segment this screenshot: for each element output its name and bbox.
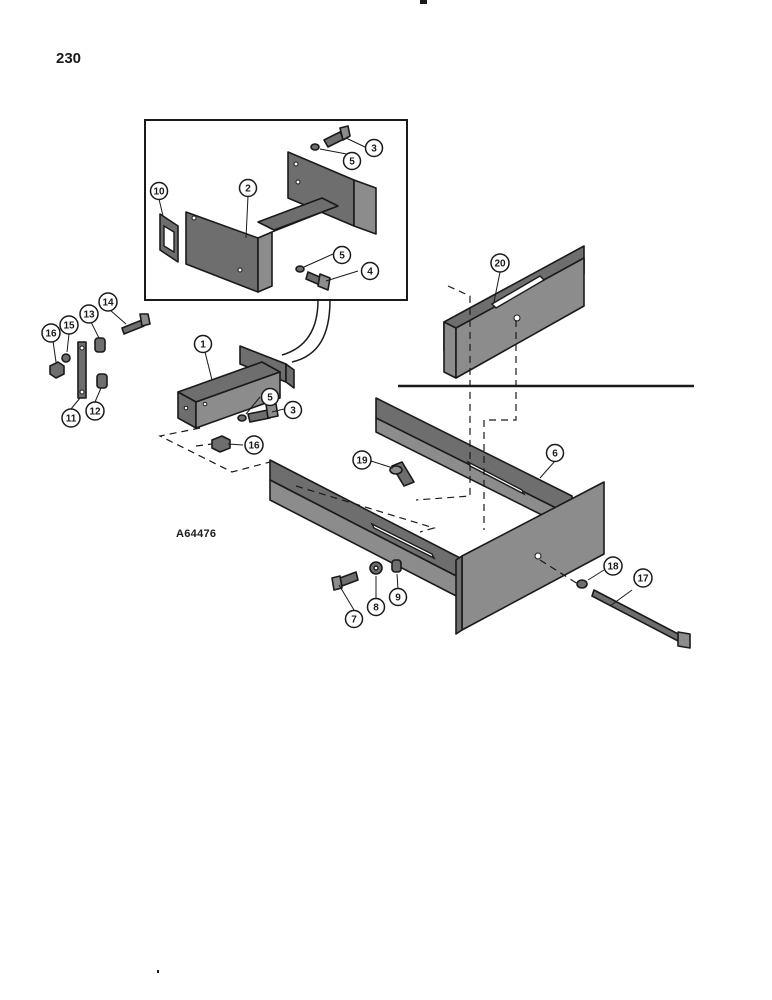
callout-label: 6 [552, 449, 558, 460]
rear-rail [375, 397, 573, 531]
callout-label: 5 [349, 157, 355, 168]
callout-label: 9 [395, 593, 401, 604]
callout-c11: 11 [61, 408, 81, 428]
callout-label: 13 [83, 310, 95, 321]
mounting-bracket [177, 345, 295, 429]
callout-c13: 13 [79, 304, 99, 324]
callout-label: 18 [607, 562, 619, 573]
callout-c8: 8 [366, 597, 386, 617]
long-bolt [576, 579, 691, 649]
front-rail [269, 459, 465, 601]
callout-label: 17 [637, 574, 649, 585]
callout-c3a: 3 [364, 138, 384, 158]
callout-c16b: 16 [244, 435, 264, 455]
callout-c6: 6 [545, 443, 565, 463]
callout-c5b: 5 [332, 245, 352, 265]
callout-c1: 1 [193, 334, 213, 354]
callout-label: 16 [45, 329, 57, 340]
callout-label: 12 [89, 407, 101, 418]
drawing-id: A64476 [176, 528, 217, 540]
inset-connector-line [281, 299, 319, 356]
callout-label: 19 [356, 456, 368, 467]
bracket-hardware [211, 403, 279, 453]
callout-c18: 18 [603, 556, 623, 576]
callout-c20: 20 [490, 253, 510, 273]
callout-label: 11 [66, 414, 77, 425]
callout-label: 7 [351, 615, 357, 626]
callout-label: 3 [371, 144, 377, 155]
callout-label: 8 [373, 603, 379, 614]
cropped-title-fragment [420, 0, 427, 4]
callout-label: 16 [248, 441, 260, 452]
callout-label: 10 [153, 187, 165, 198]
callout-label: 3 [290, 406, 296, 417]
callout-c14: 14 [98, 292, 118, 312]
callout-label: 2 [245, 184, 251, 195]
callout-c16a: 16 [41, 323, 61, 343]
callout-c15: 15 [59, 315, 79, 335]
inset-bolt-bottom [295, 265, 331, 291]
callout-label: 4 [367, 267, 373, 278]
callout-c3b: 3 [283, 400, 303, 420]
inset-connector-line-2 [291, 299, 331, 363]
detail-inset-frame [144, 119, 408, 301]
callout-label: 15 [63, 321, 75, 332]
scan-speck [157, 970, 159, 973]
leader-lines [52, 137, 633, 611]
callout-label: 20 [494, 259, 506, 270]
callout-c19: 19 [352, 450, 372, 470]
callout-c10: 10 [149, 181, 169, 201]
callout-c5c: 5 [260, 387, 280, 407]
front-hardware [331, 559, 402, 591]
link-assembly [49, 313, 151, 399]
u-bracket [185, 151, 377, 293]
page-number: 230 [56, 50, 82, 67]
pivot-pin [389, 461, 415, 487]
callout-c4: 4 [360, 261, 380, 281]
callout-c9: 9 [388, 587, 408, 607]
alignment-lines [158, 285, 579, 585]
callout-label: 1 [200, 340, 206, 351]
callout-label: 14 [102, 298, 114, 309]
callout-c12: 12 [85, 401, 105, 421]
end-plate [455, 481, 605, 635]
callout-label: 5 [267, 393, 273, 404]
inset-bolt-top [310, 125, 351, 151]
callout-c2: 2 [238, 178, 258, 198]
slotted-plate [443, 245, 585, 379]
callout-c17: 17 [633, 568, 653, 588]
retaining-clip [159, 213, 179, 263]
callout-c7: 7 [344, 609, 364, 629]
callout-c5a: 5 [342, 151, 362, 171]
callout-label: 5 [339, 251, 345, 262]
